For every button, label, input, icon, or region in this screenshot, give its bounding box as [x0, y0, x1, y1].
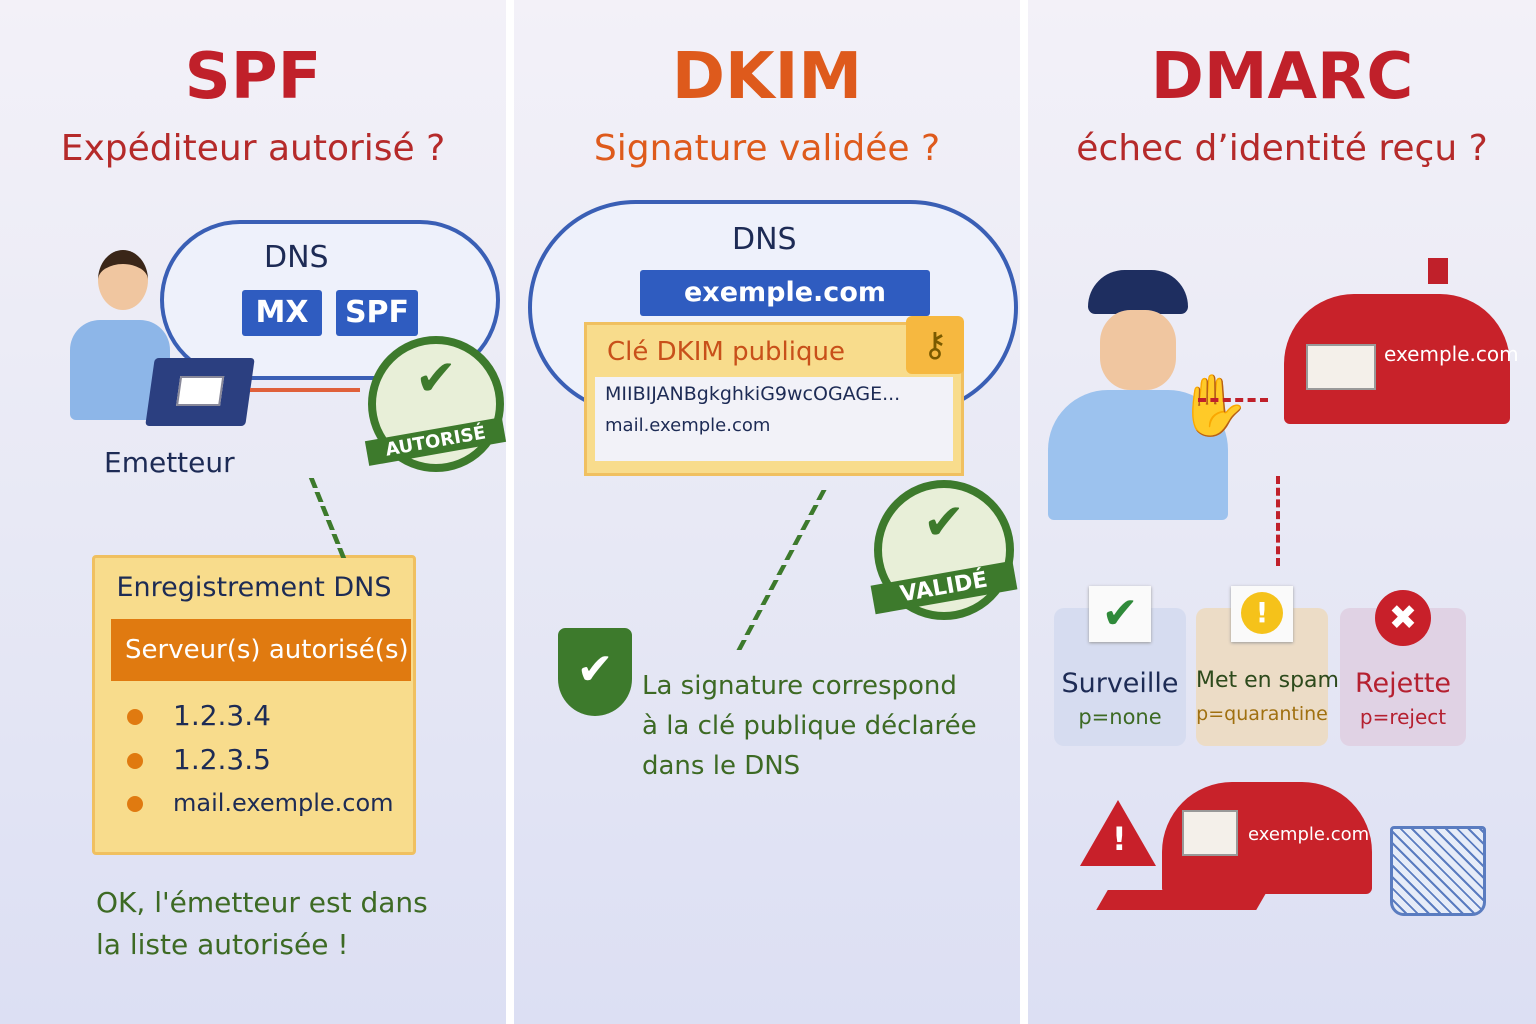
warning-icon: !	[1231, 586, 1293, 642]
dmarc-title: DMARC	[1150, 40, 1414, 114]
mailbox-flag-icon	[1428, 258, 1448, 284]
rejected-mailbox-icon: exemple.com	[1162, 782, 1372, 894]
policy-quarantine: ! Met en spam p=quarantine	[1196, 586, 1339, 746]
dkim-subtitle: Signature validée ?	[593, 128, 941, 169]
mx-tag: MX	[242, 290, 322, 336]
policy-reject: ✖ Rejette p=reject	[1340, 590, 1466, 746]
spf-tag: SPF	[336, 290, 418, 336]
dmarc-panel: DMARC échec d’identité reçu ? ✋ exemple.…	[1028, 0, 1536, 1024]
policy-none: ✔ Surveille p=none	[1054, 586, 1186, 746]
mailbox-door	[1096, 890, 1268, 910]
authorized-seal: ✔ AUTORISÉ	[365, 336, 507, 472]
seal-label: AUTORISÉ	[365, 417, 507, 466]
envelope-icon	[1306, 344, 1376, 390]
trash-bin-icon	[1390, 826, 1486, 916]
dashed-arrow	[253, 478, 347, 558]
x-icon: ✖	[1375, 590, 1431, 646]
dashed-arrow	[641, 490, 827, 650]
warning-triangle-icon: !	[1080, 800, 1156, 866]
dns-cloud	[160, 220, 500, 380]
validated-seal: ✔ VALIDÉ	[870, 480, 1018, 620]
shield-check-icon: ✔	[558, 628, 632, 716]
check-icon: ✔	[415, 349, 457, 407]
sender-label: Emetteur	[104, 446, 235, 479]
dkim-title: DKIM	[671, 40, 863, 114]
dmarc-subtitle: échec d’identité reçu ?	[1076, 128, 1488, 169]
record-header: Serveur(s) autorisé(s)	[111, 619, 411, 681]
check-icon: ✔	[923, 493, 965, 551]
mailbox-label: exemple.com	[1248, 824, 1370, 845]
divider	[506, 0, 514, 1024]
key-icon: ⚷	[906, 316, 964, 374]
police-officer-icon: ✋	[1048, 270, 1251, 520]
divider	[1020, 0, 1028, 1024]
check-icon: ✔	[1089, 586, 1151, 642]
arrow-to-seal	[250, 388, 360, 392]
dkim-panel: DKIM Signature validée ? DNS exemple.com…	[514, 0, 1020, 1024]
cloud-label: DNS	[732, 222, 797, 257]
spf-subtitle: Expéditeur autorisé ?	[60, 128, 446, 169]
dashed-arrow-down	[1276, 476, 1280, 566]
stop-hand-icon: ✋	[1176, 371, 1251, 441]
laptop-envelope-icon	[145, 358, 255, 426]
dashed-arrow-right	[1198, 398, 1268, 402]
mailbox-icon: exemple.com	[1284, 294, 1519, 424]
key-value: MIIBIJANBgkghkiG9wcOGAGE...	[605, 383, 901, 405]
record-item: mail.exemple.com	[127, 789, 413, 817]
key-title: Clé DKIM publique	[607, 337, 845, 367]
record-title: Enregistrement DNS	[116, 572, 392, 603]
spf-title: SPF	[184, 40, 322, 114]
spf-panel: SPF Expéditeur autorisé ? DNS MX SPF Eme…	[0, 0, 507, 1024]
record-item: 1.2.3.5	[127, 743, 413, 789]
record-item: 1.2.3.4	[127, 699, 413, 743]
seal-label: VALIDÉ	[870, 560, 1018, 615]
dkim-key-card: Clé DKIM publique MIIBIJANBgkghkiG9wcOGA…	[584, 322, 964, 476]
domain-banner: exemple.com	[640, 270, 930, 316]
mailbox-label: exemple.com	[1384, 342, 1519, 366]
key-host: mail.exemple.com	[605, 415, 771, 436]
envelope-icon	[1182, 810, 1238, 856]
dns-record-card: Enregistrement DNS Serveur(s) autorisé(s…	[92, 555, 416, 855]
cloud-label: DNS	[264, 240, 329, 275]
